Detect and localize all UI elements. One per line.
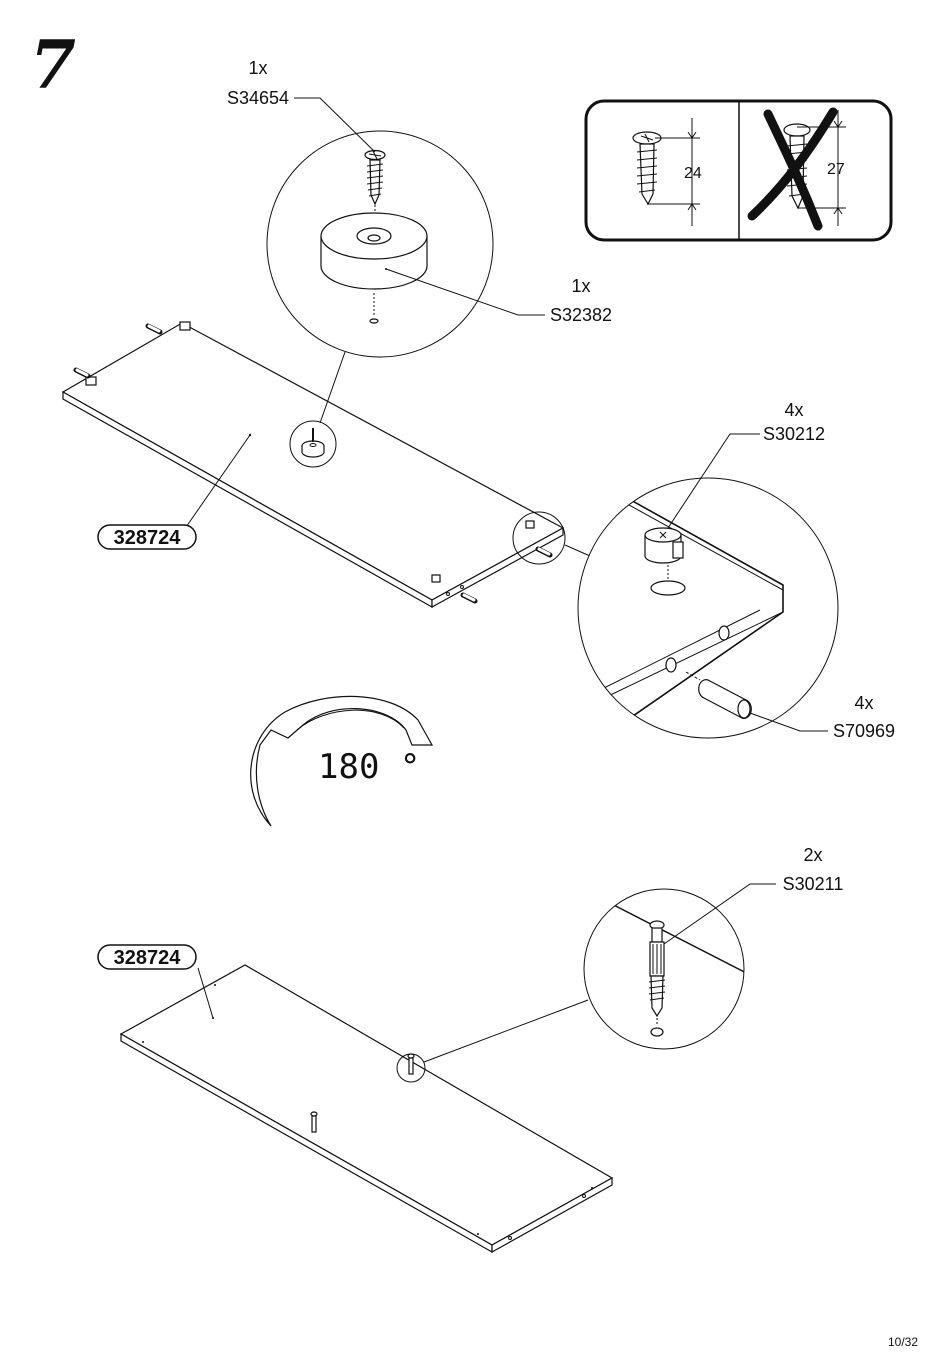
cam-bolt-detail-circle [583,888,745,1050]
svg-text:328724: 328724 [114,527,182,549]
cam-bolt-qty: 2x [803,845,822,865]
screw-length-box: 24 27 [584,99,893,242]
foot-detail-circle [266,130,494,358]
correct-screw-icon: 24 [632,118,702,226]
page-number: 10/32 [888,1335,918,1349]
rotation-label: 180 ° [318,747,420,787]
panel-bottom [119,964,614,1254]
screw-icon [364,149,386,212]
panel-top [61,321,566,609]
dowel-code: S70969 [833,721,895,741]
cam-code: S30212 [763,424,825,444]
wrong-length-value: 27 [827,161,845,178]
cam-dowel-detail-circle [577,477,839,739]
foot-code: S32382 [550,305,612,325]
svg-text:328724: 328724 [114,947,182,969]
foot-icon [320,212,428,290]
cam-qty: 4x [784,400,803,420]
screw-code: S34654 [227,88,289,108]
rotate-arrow-icon: 180 ° [250,695,434,827]
cam-bolt-icon [648,920,666,1018]
cross-out-icon [747,107,838,231]
cam-lock-icon [85,321,535,583]
correct-length-value: 24 [684,165,702,182]
dowel-qty: 4x [854,693,873,713]
cam-bolt-small-icon [310,1053,426,1133]
dowel-icon [698,679,752,719]
step-number: 7 [30,26,76,104]
panel-top-label: 328724 [97,524,197,550]
panel-bottom-label: 328724 [97,944,197,970]
dowel-icon [73,323,553,604]
foot-small-icon [289,420,337,468]
foot-qty: 1x [571,276,590,296]
cam-lock-icon [644,527,684,564]
screw-qty: 1x [248,58,267,78]
cam-bolt-code: S30211 [783,874,844,894]
